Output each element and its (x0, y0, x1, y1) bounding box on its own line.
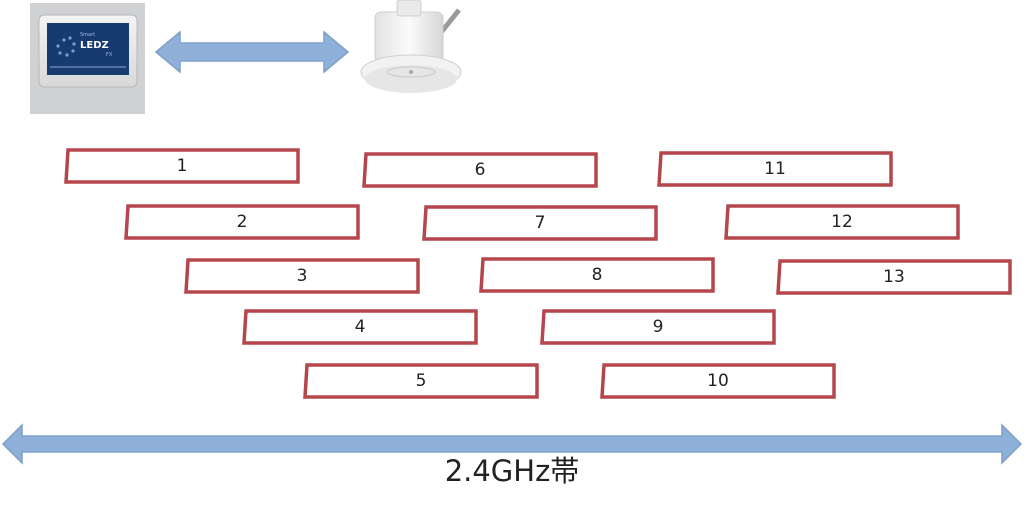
channel-6-box: 6 (362, 152, 598, 188)
channel-5-outline (303, 363, 539, 399)
channel-8-label: 8 (591, 265, 603, 285)
channel-11-label: 11 (764, 159, 786, 179)
ceiling-sensor-icon (360, 0, 462, 93)
screen-line2: LEDZ (80, 40, 109, 51)
channel-7-outline (422, 205, 658, 241)
channel-9-outline (540, 309, 776, 345)
channel-12-label: 12 (831, 212, 853, 232)
channel-10-box: 10 (600, 363, 836, 399)
channel-4-outline (242, 309, 478, 345)
channel-7-label: 7 (534, 213, 546, 233)
channel-2-outline (124, 204, 360, 240)
channel-5-box: 5 (303, 363, 539, 399)
screen-line1: Smart (80, 32, 95, 38)
channel-9-box: 9 (540, 309, 776, 345)
screen-line3: FX (106, 52, 113, 58)
channel-6-outline (362, 152, 598, 188)
channel-3-label: 3 (296, 266, 308, 286)
channel-9-label: 9 (652, 317, 664, 337)
channel-8-outline (479, 257, 715, 293)
channel-13-outline (776, 259, 1012, 295)
channel-1-box: 1 (64, 148, 300, 184)
channel-1-label: 1 (176, 156, 188, 176)
touch-panel-icon: Smart LEDZ FX (38, 14, 138, 88)
band-range-arrow-icon (1, 423, 1023, 465)
channel-3-box: 3 (184, 258, 420, 294)
channel-10-outline (600, 363, 836, 399)
channel-13-box: 13 (776, 259, 1012, 295)
channel-10-label: 10 (707, 371, 729, 391)
channel-12-outline (724, 204, 960, 240)
channel-6-label: 6 (474, 160, 486, 180)
controller-panel-image: Smart LEDZ FX (30, 3, 145, 114)
channel-3-outline (184, 258, 420, 294)
channel-12-box: 12 (724, 204, 960, 240)
channel-8-box: 8 (479, 257, 715, 293)
channel-4-box: 4 (242, 309, 478, 345)
band-label: 2.4GHz帯 (444, 454, 580, 488)
channel-7-box: 7 (422, 205, 658, 241)
link-arrow-icon (154, 30, 350, 74)
channel-4-label: 4 (354, 317, 366, 337)
channel-2-label: 2 (236, 212, 248, 232)
channel-2-box: 2 (124, 204, 360, 240)
channel-1-outline (64, 148, 300, 184)
channel-13-label: 13 (883, 267, 905, 287)
channel-11-outline (657, 151, 893, 187)
channel-11-box: 11 (657, 151, 893, 187)
channel-5-label: 5 (415, 371, 427, 391)
